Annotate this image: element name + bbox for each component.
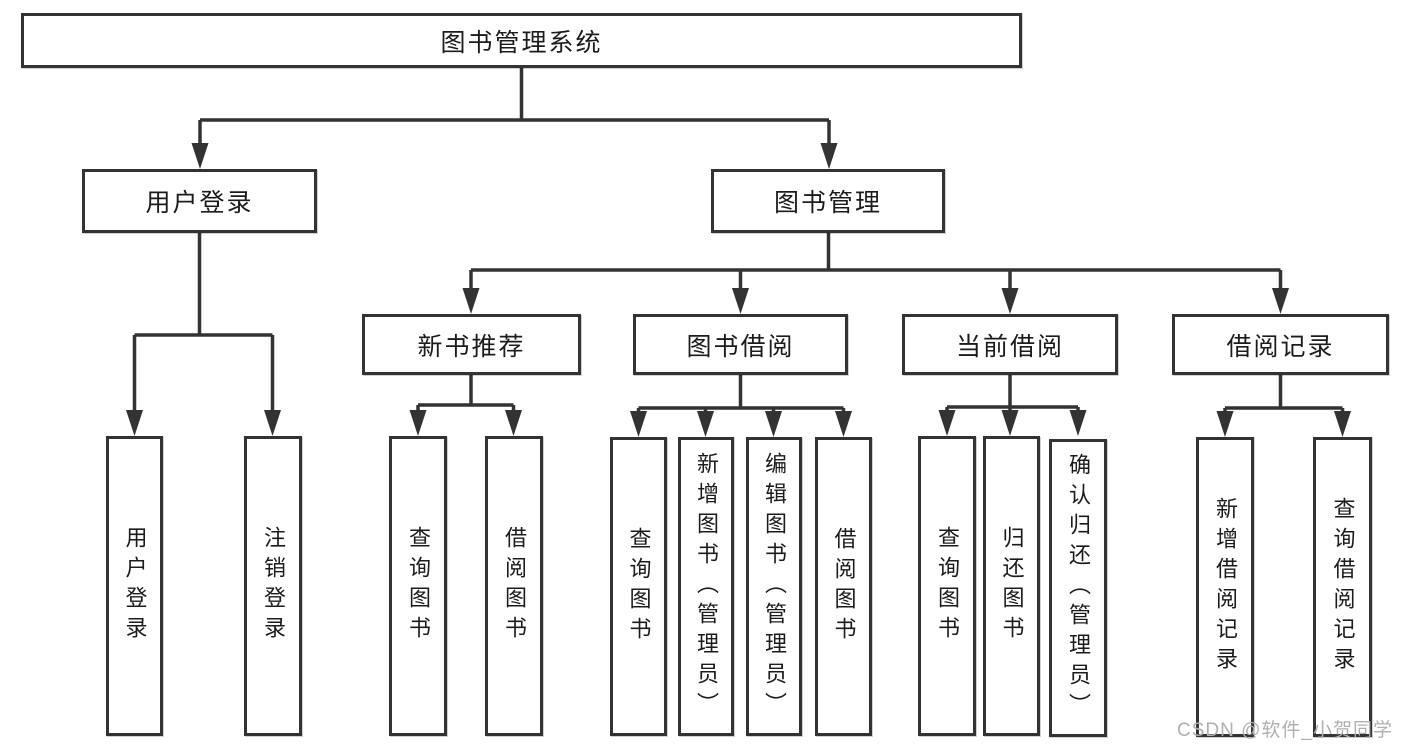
connector-current-borrow-children <box>938 375 1087 436</box>
connector-book-borrow-children <box>630 375 852 437</box>
node-borrow-books-borrowing: 借阅图书 <box>815 437 872 736</box>
node-confirm-return-admin: 确认归还（管理员） <box>1049 439 1107 737</box>
csdn-watermark: CSDN @软件_小贺同学 <box>1177 720 1393 741</box>
arrowhead <box>697 411 714 437</box>
node-label: 新书推荐 <box>417 332 526 361</box>
node-label: 查询图书 <box>406 526 431 646</box>
node-label: 编辑图书（管理员） <box>762 451 787 722</box>
node-query-books-recommend: 查询图书 <box>389 436 447 736</box>
node-label: 当前借阅 <box>955 332 1064 361</box>
node-logout-action: 注销登录 <box>244 436 302 736</box>
node-label: 图书管理系统 <box>440 28 603 57</box>
connector-book-mgmt-children <box>462 233 1289 314</box>
node-label: 新增图书（管理员） <box>694 451 719 722</box>
arrowhead <box>1334 411 1351 437</box>
node-add-books-admin: 新增图书（管理员） <box>678 437 734 736</box>
arrowhead <box>264 410 281 436</box>
node-book-management: 图书管理 <box>711 169 945 233</box>
node-new-book-recommendation: 新书推荐 <box>362 314 581 375</box>
node-return-books: 归还图书 <box>983 436 1040 736</box>
arrowhead <box>1001 410 1019 436</box>
node-label: 借阅图书 <box>831 526 857 647</box>
arrowhead <box>505 410 522 436</box>
node-query-books-borrowing: 查询图书 <box>610 437 667 736</box>
arrowhead <box>1216 411 1234 437</box>
node-user-login-action: 用户登录 <box>106 436 163 736</box>
node-book-borrowing: 图书借阅 <box>633 314 848 375</box>
arrowhead <box>1069 410 1087 436</box>
node-label: 查询图书 <box>626 526 652 647</box>
node-edit-books-admin: 编辑图书（管理员） <box>746 437 802 736</box>
node-label: 借阅图书 <box>502 526 527 646</box>
node-label: 用户登录 <box>145 189 254 217</box>
arrowhead <box>1272 288 1289 314</box>
node-label: 图书借阅 <box>686 332 795 361</box>
node-label: 查询图书 <box>935 526 960 646</box>
arrowhead <box>732 288 749 314</box>
connector-borrow-record-children <box>1216 375 1351 437</box>
node-label: 借阅记录 <box>1226 332 1335 361</box>
node-query-books-current: 查询图书 <box>918 436 976 736</box>
node-label: 归还图书 <box>999 526 1025 646</box>
node-label: 确认归还（管理员） <box>1066 453 1091 723</box>
connector-user-login-children <box>126 233 281 436</box>
node-label: 新增借阅记录 <box>1213 497 1238 677</box>
arrowhead <box>462 288 480 314</box>
node-user-login: 用户登录 <box>82 169 317 233</box>
node-label: 用户登录 <box>122 526 148 646</box>
arrowhead <box>126 410 143 436</box>
node-library-management-system: 图书管理系统 <box>21 13 1022 68</box>
arrowhead <box>1001 288 1019 314</box>
node-label: 注销登录 <box>261 526 286 646</box>
arrowhead <box>765 411 782 437</box>
arrowhead <box>630 411 647 437</box>
arrowhead <box>820 143 838 169</box>
connector-new-book-children <box>409 374 522 436</box>
arrowhead <box>191 143 209 169</box>
node-label: 图书管理 <box>773 189 882 217</box>
arrowhead <box>835 411 852 437</box>
node-label: 查询借阅记录 <box>1330 497 1356 677</box>
node-current-borrowing: 当前借阅 <box>902 314 1118 375</box>
connector-root-to-level2 <box>191 68 838 169</box>
arrowhead <box>409 410 427 436</box>
node-query-borrow-record: 查询借阅记录 <box>1313 437 1372 737</box>
node-borrowing-records: 借阅记录 <box>1172 314 1389 375</box>
node-borrow-books-recommend: 借阅图书 <box>485 436 543 736</box>
arrowhead <box>938 410 956 436</box>
node-add-borrow-record: 新增借阅记录 <box>1196 437 1254 737</box>
